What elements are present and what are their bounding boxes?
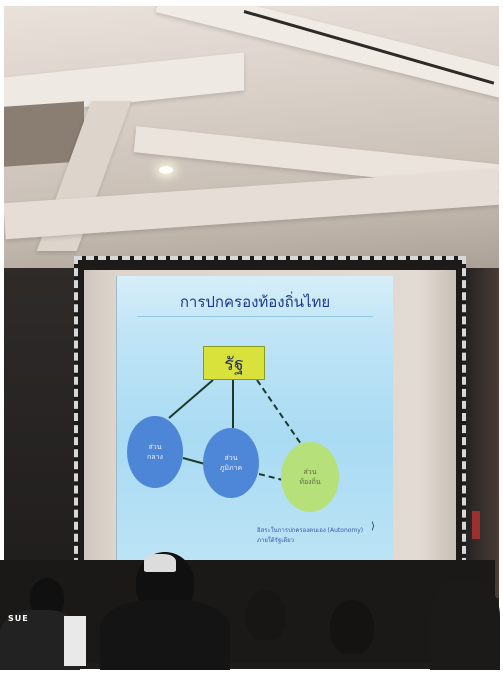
regional-node: ส่วน ภูมิภาค	[203, 428, 259, 498]
title-underline	[137, 316, 373, 317]
white-cap	[144, 554, 176, 572]
slide-title: การปกครองท้องถิ่นไทย	[179, 293, 331, 311]
slide: การปกครองท้องถิ่นไทย รัฐ ส่วน กลาง ส่วน …	[116, 276, 393, 572]
state-box: รัฐ	[203, 346, 265, 380]
ceiling-rod	[243, 10, 495, 85]
line-central-regional	[182, 457, 206, 465]
audience-body	[100, 600, 230, 670]
shirt-text: SUE	[8, 614, 29, 623]
audience	[0, 552, 500, 670]
state-label: รัฐ	[224, 353, 244, 375]
audience-head	[246, 590, 286, 640]
line-state-central	[168, 379, 214, 419]
white-shirt	[64, 616, 86, 666]
caption-line-1: อิสระในการปกครองตนเอง (Autonomy)	[257, 527, 364, 534]
left-wall	[4, 268, 78, 598]
right-curtain	[470, 268, 499, 598]
local-label-1: ส่วน	[303, 468, 317, 476]
cursor-icon: ⟩	[371, 521, 375, 532]
ceiling-light	[159, 166, 173, 174]
red-light	[472, 511, 480, 539]
regional-label-1: ส่วน	[224, 454, 238, 462]
central-node: ส่วน กลาง	[127, 416, 183, 488]
local-node: ส่วน ท้องถิ่น	[281, 442, 339, 512]
line-regional-local	[258, 473, 284, 481]
ceiling	[4, 6, 499, 276]
audience-body	[430, 580, 500, 670]
central-label-1: ส่วน	[148, 443, 162, 451]
slide-caption: อิสระในการปกครองตนเอง (Autonomy) ภายใต้ร…	[257, 526, 393, 546]
caption-line-2: ภายใต้รัฐเดียว	[257, 537, 295, 544]
line-state-local	[256, 379, 302, 445]
regional-label-2: ภูมิภาค	[219, 464, 243, 472]
central-label-2: กลาง	[147, 453, 163, 461]
local-label-2: ท้องถิ่น	[299, 478, 321, 486]
audience-head	[330, 600, 374, 654]
connector-lines	[168, 379, 302, 481]
